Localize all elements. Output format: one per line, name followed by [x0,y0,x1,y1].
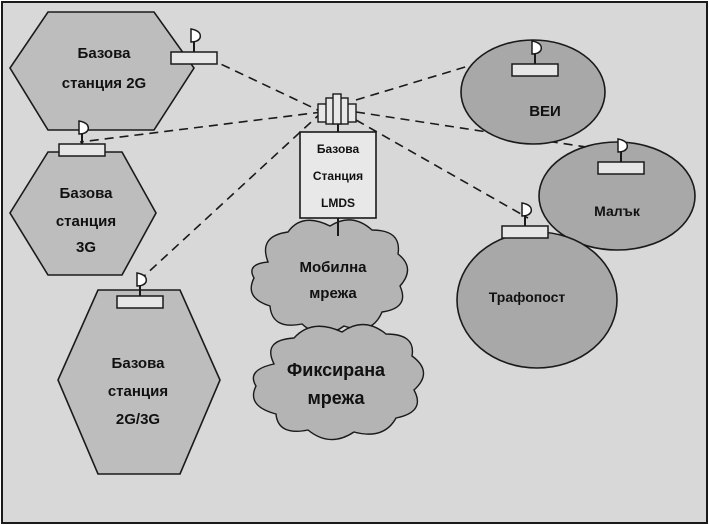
bs2g-label-line1: Базова [78,45,132,62]
malak-label: Малък [594,203,641,219]
fixed-network-label-line1: Фиксирана [287,360,386,380]
trafopost-label: Трафопост [489,289,566,305]
vei-label: ВЕИ [529,103,561,120]
link-lmds-bs2g [207,57,323,113]
hexagon-bs2g3g [57,289,221,475]
bs3g-label-line3: 3G [76,239,96,256]
cloud-fixed-network [252,323,425,441]
bs2g-label-line2: станция 2G [62,75,146,92]
bs2g3g-label-line2: станция [108,383,168,400]
link-lmds-bs2g3g [141,111,323,279]
link-lmds-trafopost [355,119,529,219]
lmds-antenna-icon [317,93,357,125]
lmds-label-line1: Базова [317,142,360,156]
ellipse-vei [460,39,606,145]
hexagon-bs2g [9,11,195,131]
lmds-label-line2: Станция [313,169,363,183]
link-lmds-bs3g [79,111,323,143]
mobile-network-label-line2: мрежа [309,285,357,302]
mobile-network-label-line1: Мобилна [299,259,367,276]
fixed-network-label-line2: мрежа [307,388,365,408]
link-lmds-malak [355,111,607,151]
bs3g-label-line2: станция [56,213,116,230]
lmds-label-line3: LMDS [321,196,355,210]
wireless-links [79,47,607,279]
cloud-mobile-network [250,219,409,335]
bs3g-label-line1: Базова [60,185,114,202]
hexagon-bs3g [9,151,157,276]
bs2g3g-label-line3: 2G/3G [116,411,160,428]
ellipse-malak [538,141,696,251]
bs2g3g-label-line1: Базова [112,355,166,372]
